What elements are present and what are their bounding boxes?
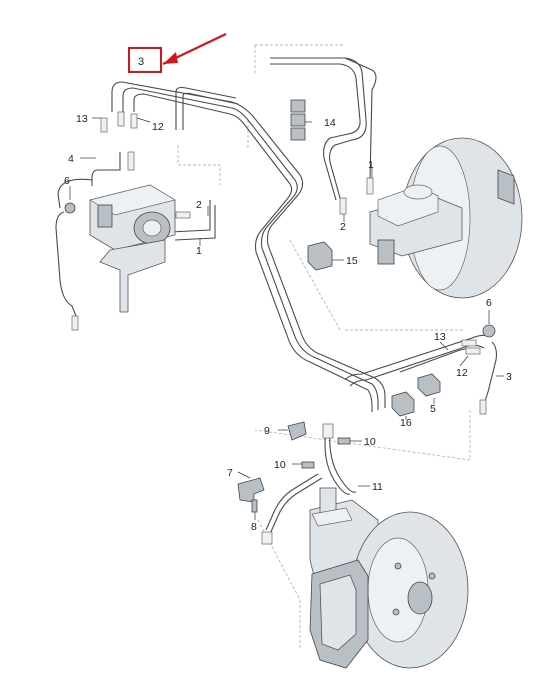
fitting-12a [117, 111, 125, 127]
callout-6b: 6 [486, 297, 492, 309]
bracket-9 [287, 421, 307, 441]
callout-13b: 13 [434, 331, 446, 343]
callout-3b: 3 [506, 371, 512, 383]
bolt-8 [251, 499, 258, 513]
pipe-clip [290, 99, 306, 141]
callout-7: 7 [227, 467, 233, 479]
brake-pipe-bundle [55, 57, 498, 412]
holder-16 [391, 391, 415, 417]
fitting-right-1 [366, 177, 374, 195]
holder-5 [417, 373, 441, 397]
fitting-right-bottom [479, 399, 487, 415]
fitting-left-bottom [71, 315, 79, 331]
callout-6a: 6 [64, 175, 70, 187]
fitting-4 [127, 151, 135, 171]
leader-lines [69, 117, 504, 520]
reference-lines [177, 44, 471, 650]
pipe-fittings [71, 111, 487, 415]
callout-2a: 2 [196, 199, 202, 211]
fitting-13b [461, 339, 477, 347]
holder-15 [307, 241, 333, 271]
callout-5: 5 [430, 403, 436, 415]
callout-1a: 1 [196, 245, 202, 257]
callout-15: 15 [346, 255, 358, 267]
callout-labels: 13 12 4 6 2 1 14 1 2 15 6 13 12 3 5 16 9… [64, 113, 512, 533]
fitting-12c [465, 347, 481, 355]
callout-10b: 10 [274, 459, 286, 471]
callout-12a: 12 [152, 121, 164, 133]
callout-9: 9 [264, 425, 270, 437]
callout-1b: 1 [368, 159, 374, 171]
clip-10a [337, 437, 351, 445]
callout-13a: 13 [76, 113, 88, 125]
callout-14: 14 [324, 117, 336, 129]
fitting-12b [130, 113, 138, 129]
fitting-right-2 [339, 197, 347, 215]
brake-hose [261, 423, 357, 545]
highlight-callout: 3 [128, 33, 227, 73]
callout-8: 8 [251, 521, 257, 533]
fitting-13a [100, 117, 108, 133]
abs-unit [64, 184, 176, 313]
connector-6b [482, 324, 496, 338]
callout-4: 4 [68, 153, 74, 165]
clip-10b [301, 461, 315, 469]
callout-10a: 10 [364, 436, 376, 448]
fitting-2a [175, 211, 191, 219]
callout-11: 11 [372, 481, 383, 493]
callout-12b: 12 [456, 367, 468, 379]
callout-16: 16 [400, 417, 412, 429]
callout-2b: 2 [340, 221, 346, 233]
bracket-7 [237, 477, 265, 503]
brake-booster [369, 137, 523, 299]
highlight-box [128, 47, 162, 73]
wheel-hub-assembly [309, 487, 469, 669]
highlight-label: 3 [138, 56, 144, 68]
arrow-head [163, 52, 178, 64]
